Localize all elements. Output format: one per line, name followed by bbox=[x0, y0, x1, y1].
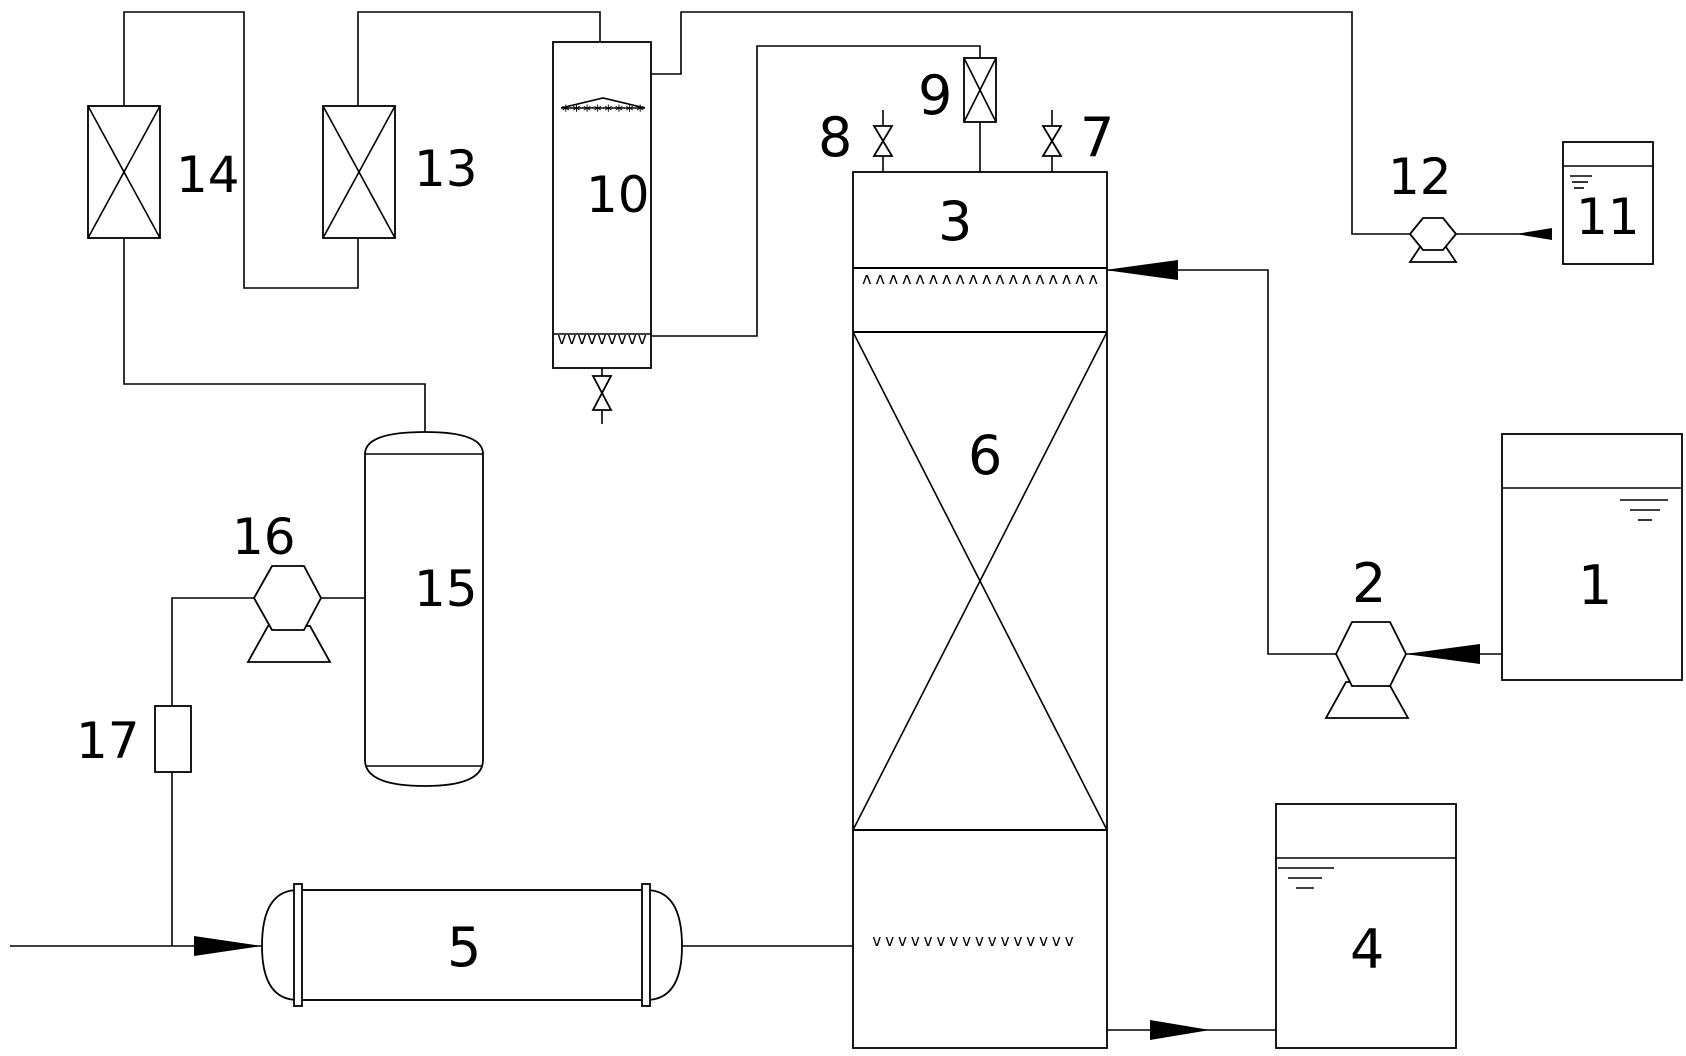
label-3: 3 bbox=[938, 190, 972, 253]
arrow-pump2 bbox=[1405, 644, 1480, 664]
component-labels: 1 2 3 4 5 6 7 8 9 10 11 12 13 14 15 16 1… bbox=[76, 64, 1640, 981]
arrow-inlet bbox=[194, 936, 262, 956]
pump-16 bbox=[246, 565, 332, 663]
scrubber-10: ******** vvvvvvvvv bbox=[552, 41, 652, 369]
label-6: 6 bbox=[968, 424, 1002, 487]
label-5: 5 bbox=[447, 916, 481, 979]
valve-9 bbox=[963, 57, 997, 123]
label-17: 17 bbox=[76, 712, 140, 770]
reactor-column: ʌʌʌʌʌʌʌʌʌʌʌʌʌʌʌʌʌʌ vvvvvvvvvvvvvvvv bbox=[852, 171, 1108, 1049]
tank-4 bbox=[1275, 803, 1457, 1049]
label-1: 1 bbox=[1578, 554, 1612, 617]
tank-11 bbox=[1562, 141, 1654, 265]
label-8: 8 bbox=[818, 106, 852, 169]
tank-1 bbox=[1501, 433, 1683, 681]
label-14: 14 bbox=[176, 146, 240, 204]
label-10: 10 bbox=[586, 166, 650, 224]
label-12: 12 bbox=[1388, 148, 1452, 206]
label-4: 4 bbox=[1350, 918, 1384, 981]
label-9: 9 bbox=[918, 64, 952, 127]
svg-text:vvvvvvvvv: vvvvvvvvv bbox=[557, 329, 647, 348]
filter-13 bbox=[322, 105, 396, 239]
label-13: 13 bbox=[414, 140, 478, 198]
pump-12 bbox=[1408, 217, 1458, 263]
arrow-to-column bbox=[1105, 260, 1178, 280]
arrow-to-tank4 bbox=[1150, 1020, 1210, 1040]
valve-7 bbox=[1041, 125, 1063, 157]
filter-14 bbox=[87, 105, 161, 239]
svg-text:********: ******** bbox=[561, 101, 645, 120]
label-2: 2 bbox=[1352, 552, 1386, 615]
label-11: 11 bbox=[1576, 188, 1640, 246]
label-15: 15 bbox=[414, 560, 478, 618]
vessel-15 bbox=[364, 431, 484, 787]
valve-8 bbox=[872, 125, 894, 157]
arrow-to-pump12 bbox=[1516, 228, 1552, 240]
flow-arrows bbox=[194, 228, 1552, 1040]
meter-17 bbox=[154, 705, 192, 773]
label-7: 7 bbox=[1080, 106, 1114, 169]
drain-valve bbox=[591, 375, 613, 411]
exchanger-5 bbox=[261, 883, 683, 1007]
pump-2 bbox=[1324, 621, 1410, 719]
label-16: 16 bbox=[232, 508, 296, 566]
